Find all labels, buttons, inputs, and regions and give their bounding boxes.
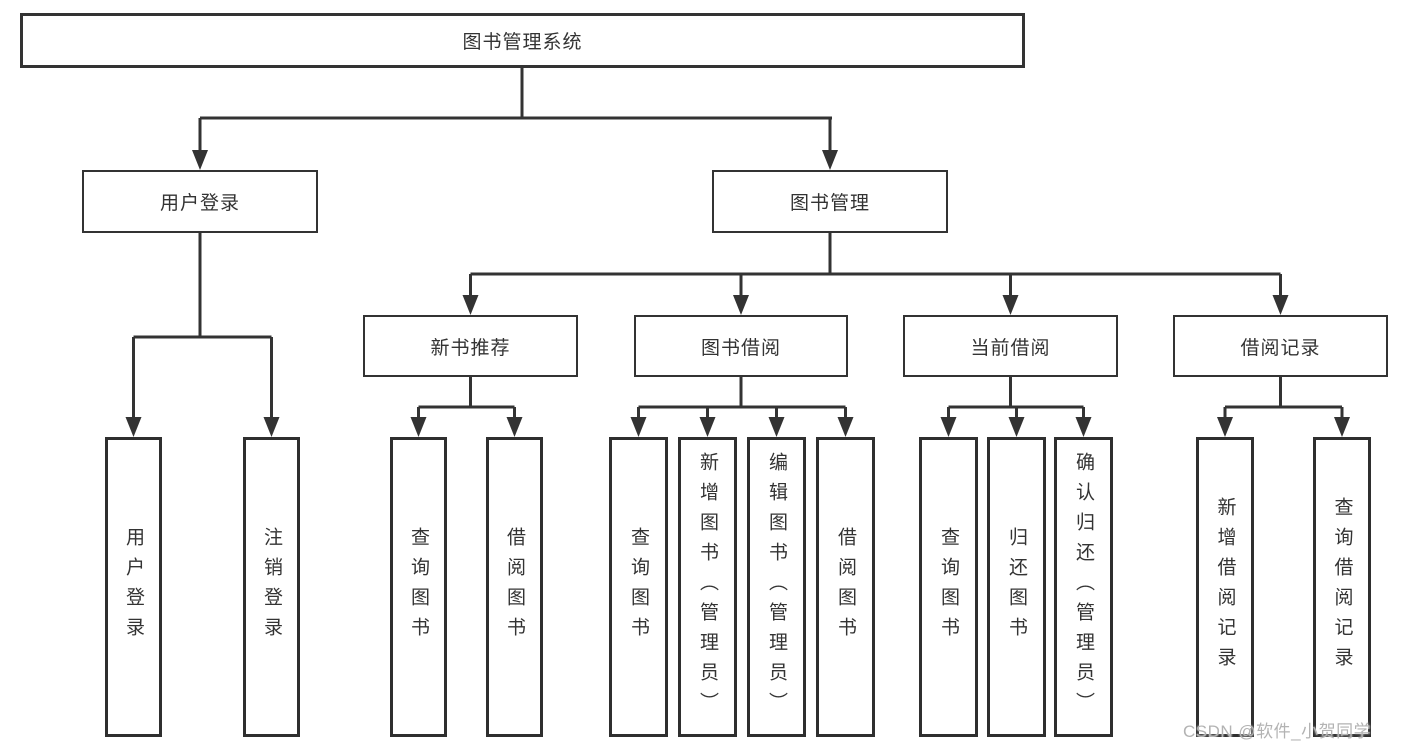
arrow-down-icon: [768, 417, 785, 437]
leaf-logout: 注销登录: [243, 437, 300, 737]
node-new-book-recommendation: 新书推荐: [363, 315, 578, 377]
arrow-down-icon: [733, 295, 749, 315]
arrow-down-icon: [837, 417, 854, 437]
connector-borrowing-records-branch: [1217, 377, 1350, 437]
leaf-user-login: 用户登录: [105, 437, 162, 737]
watermark: CSDN @软件_小贺同学: [1183, 722, 1372, 741]
arrow-down-icon: [1075, 417, 1092, 437]
node-current-borrowing: 当前借阅: [903, 315, 1118, 377]
arrow-down-icon: [506, 417, 523, 437]
arrow-down-icon: [822, 150, 838, 170]
node-book-management: 图书管理: [712, 170, 948, 233]
arrow-down-icon: [1217, 417, 1233, 437]
arrow-down-icon: [940, 417, 957, 437]
leaf-confirm-return-admin: 确认归还（管理员）: [1054, 437, 1113, 737]
leaf-edit-book-admin: 编辑图书（管理员）: [747, 437, 806, 737]
connector-root-branch: [192, 68, 838, 170]
leaf-query-books-recommend: 查询图书: [390, 437, 447, 737]
arrow-down-icon: [1334, 417, 1350, 437]
leaf-add-borrow-record: 新增借阅记录: [1196, 437, 1254, 737]
arrow-down-icon: [699, 417, 716, 437]
arrow-down-icon: [462, 295, 479, 315]
node-root: 图书管理系统: [20, 13, 1025, 68]
leaf-add-book-admin: 新增图书（管理员）: [678, 437, 737, 737]
connector-new-book-recommendation-branch: [410, 377, 523, 437]
leaf-borrow-books-recommend: 借阅图书: [486, 437, 543, 737]
arrow-down-icon: [1008, 417, 1025, 437]
arrow-down-icon: [1272, 295, 1289, 315]
leaf-query-books-current: 查询图书: [919, 437, 978, 737]
node-book-borrowing: 图书借阅: [634, 315, 848, 377]
connector-book-management-branch: [462, 233, 1289, 315]
arrow-down-icon: [630, 417, 647, 437]
connector-user-login-branch: [125, 233, 280, 437]
leaf-query-books-borrowing: 查询图书: [609, 437, 668, 737]
leaf-borrow-books: 借阅图书: [816, 437, 875, 737]
arrow-down-icon: [125, 417, 142, 437]
arrow-down-icon: [410, 417, 427, 437]
leaf-return-books: 归还图书: [987, 437, 1046, 737]
arrow-down-icon: [192, 150, 208, 170]
arrow-down-icon: [1002, 295, 1019, 315]
node-borrowing-records: 借阅记录: [1173, 315, 1388, 377]
arrow-down-icon: [263, 417, 280, 437]
leaf-query-borrow-record: 查询借阅记录: [1313, 437, 1371, 737]
connector-current-borrowing-branch: [940, 377, 1092, 437]
connector-book-borrowing-branch: [630, 377, 854, 437]
node-user-login: 用户登录: [82, 170, 318, 233]
